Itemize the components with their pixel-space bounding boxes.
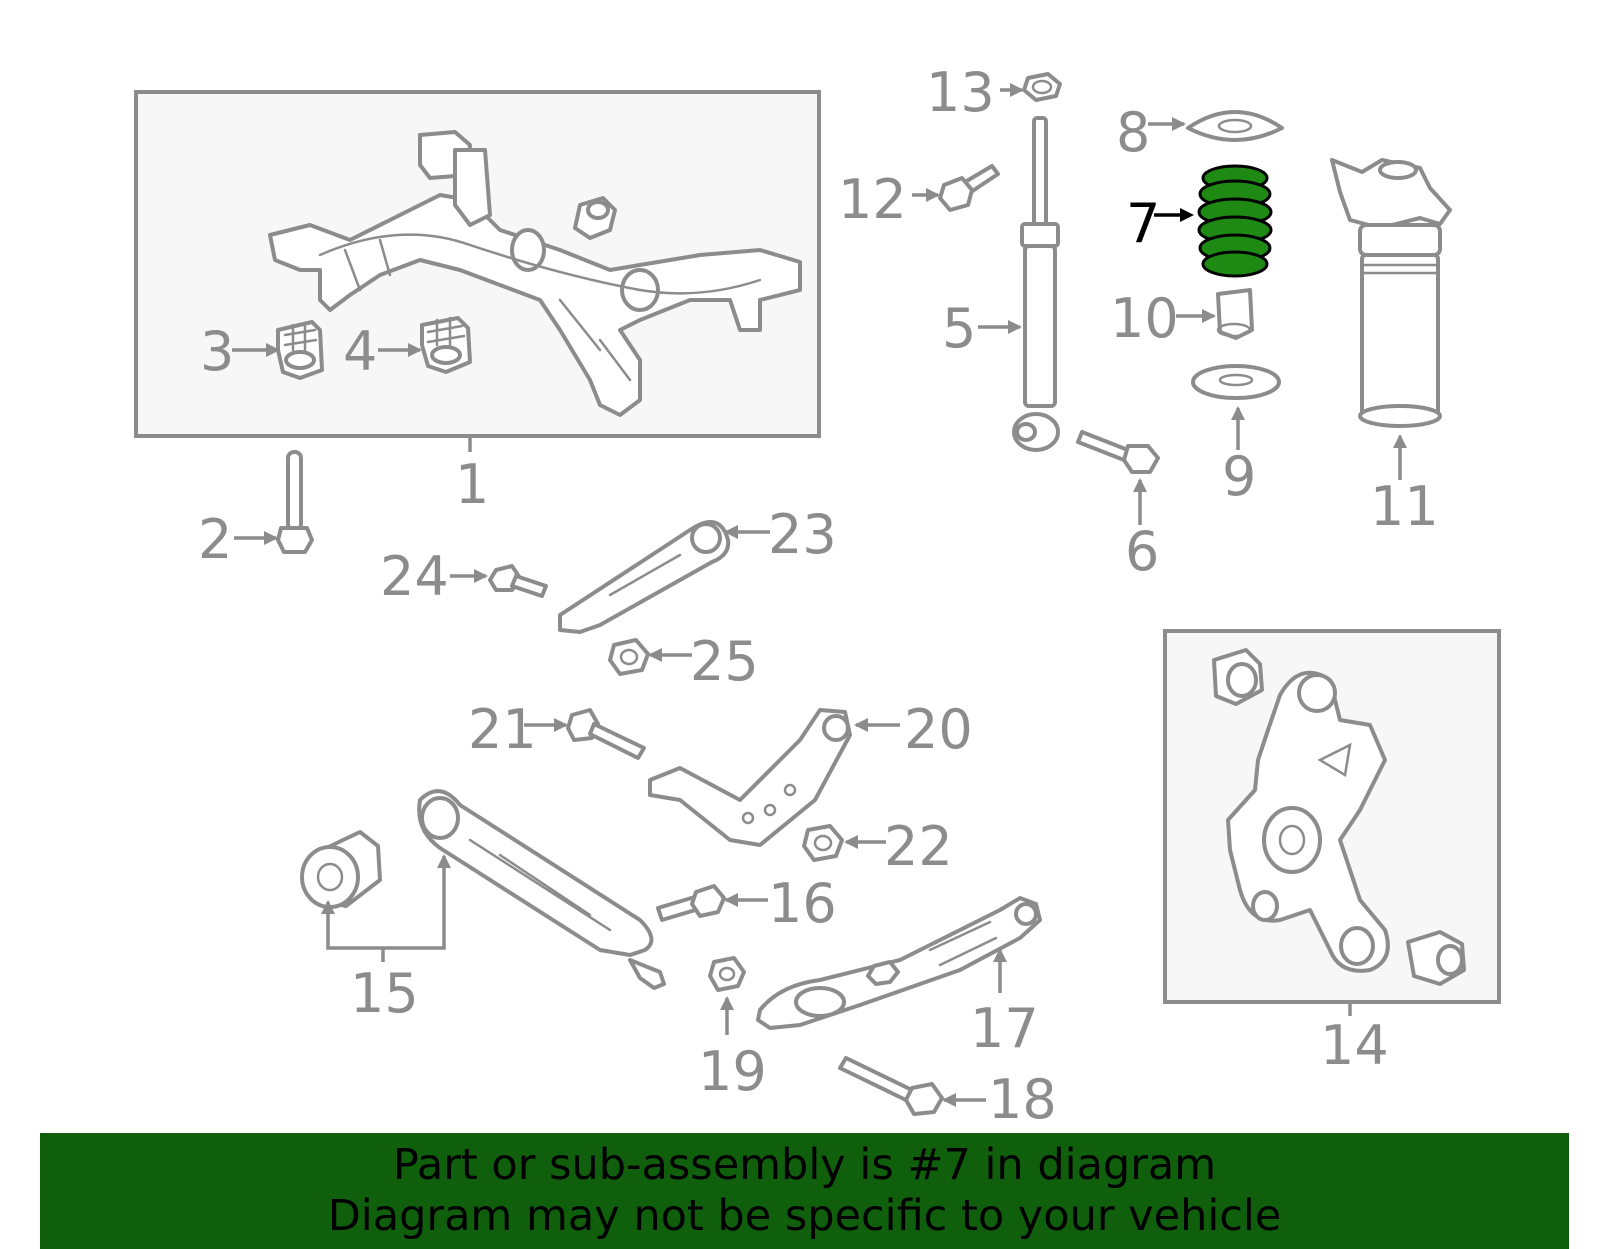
part-12-bolt[interactable] xyxy=(938,164,1000,212)
callout-5: 5 xyxy=(942,297,976,360)
callout-7: 7 xyxy=(1126,192,1160,255)
part-8-spring-seat[interactable] xyxy=(1186,110,1284,142)
part-11-shock-assembly[interactable] xyxy=(1330,158,1452,428)
part-15-bushing[interactable] xyxy=(300,830,382,909)
callout-17: 17 xyxy=(970,997,1039,1060)
part-2-bolt[interactable] xyxy=(276,450,314,554)
callout-6: 6 xyxy=(1125,520,1159,583)
callout-18: 18 xyxy=(988,1068,1057,1131)
callout-8: 8 xyxy=(1116,101,1150,164)
callout-23: 23 xyxy=(768,503,837,566)
callout-1: 1 xyxy=(455,453,489,516)
callout-4: 4 xyxy=(343,320,377,383)
part-21-bolt[interactable] xyxy=(566,708,646,760)
part-7-coil-spring[interactable] xyxy=(1197,164,1273,278)
part-25-nut[interactable] xyxy=(608,638,650,676)
callout-22: 22 xyxy=(884,815,953,878)
part-9-spring-seat[interactable] xyxy=(1191,364,1281,400)
part-22-nut[interactable] xyxy=(802,824,844,862)
part-14-bushing-upper[interactable] xyxy=(1212,648,1264,706)
callout-2: 2 xyxy=(198,508,232,571)
part-4-bushing[interactable] xyxy=(420,316,472,374)
banner-line-1: Part or sub-assembly is #7 in diagram xyxy=(392,1140,1217,1190)
callout-20: 20 xyxy=(904,698,973,761)
callout-9: 9 xyxy=(1222,445,1256,508)
banner-line-2: Diagram may not be specific to your vehi… xyxy=(327,1191,1282,1241)
part-3-bushing[interactable] xyxy=(276,320,324,380)
callout-3: 3 xyxy=(200,320,234,383)
callout-11: 11 xyxy=(1370,475,1439,538)
callout-19: 19 xyxy=(698,1040,767,1103)
callout-25: 25 xyxy=(690,630,759,693)
part-10-bump-stop[interactable] xyxy=(1216,288,1254,340)
part-19-nut[interactable] xyxy=(708,956,746,992)
callout-10: 10 xyxy=(1110,287,1179,350)
part-16-bolt[interactable] xyxy=(656,884,726,922)
part-13-nut[interactable] xyxy=(1022,72,1062,102)
callout-14: 14 xyxy=(1320,1014,1389,1077)
part-14-knuckle[interactable] xyxy=(1226,670,1390,973)
callout-24: 24 xyxy=(380,545,449,608)
part-24-bolt[interactable] xyxy=(488,564,548,598)
info-banner: Part or sub-assembly is #7 in diagram Di… xyxy=(40,1133,1569,1249)
callout-13: 13 xyxy=(926,61,995,124)
callout-16: 16 xyxy=(768,872,837,935)
part-14-bushing-lower[interactable] xyxy=(1406,930,1466,986)
part-6-bolt[interactable] xyxy=(1076,430,1160,474)
part-18-bolt[interactable] xyxy=(838,1056,944,1116)
callout-15: 15 xyxy=(350,962,419,1025)
callout-12: 12 xyxy=(838,168,907,231)
callout-21: 21 xyxy=(468,698,537,761)
part-17-lower-arm[interactable] xyxy=(756,896,1042,1030)
part-20-control-arm[interactable] xyxy=(648,708,852,847)
part-23-upper-link[interactable] xyxy=(558,520,731,634)
part-15-trailing-arm[interactable] xyxy=(417,789,666,990)
part-5-shock-absorber[interactable] xyxy=(1012,116,1060,452)
part-1-subframe[interactable] xyxy=(268,130,802,417)
